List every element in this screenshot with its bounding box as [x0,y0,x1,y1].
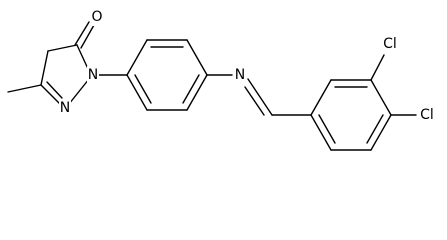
bond-c4-c3 [40,50,49,86]
bond-aryl-a [310,79,332,116]
bond-phenyl-c [186,39,208,76]
atom-labels: O N N N Cl Cl [59,9,437,123]
bond-phenyl-f [126,74,148,111]
chlorine-1-label: Cl [383,36,397,52]
bond-c5-c4 [47,44,78,52]
bond-c3-n2-double [46,81,63,99]
bond-aryl-c [370,79,392,116]
bond-phenyl-inner-2 [182,74,200,104]
bond-aryl-inner-3 [318,114,336,144]
bond-aryl-d [370,114,392,151]
bond-c-cl-1 [370,54,385,81]
chemical-structure-diagram: O N N N Cl Cl [7,9,437,151]
bond-phenyl-a [126,39,148,76]
bond-c3-methyl [7,84,42,93]
ring-nitrogen-1-label: N [88,67,98,83]
bond-imine-double [244,86,265,116]
bond-c5-o [74,21,90,46]
bonds [7,21,417,151]
imine-nitrogen-label: N [235,67,245,83]
bond-c5-o-double [80,24,95,49]
bond-n2-n1 [68,78,90,105]
bond-aryl-f [310,114,332,151]
bond-aryl-inner-2 [366,114,384,144]
bond-c3-n2 [40,84,62,106]
oxygen-atom-label: O [91,9,102,25]
bond-phenyl-d [186,74,208,111]
bond-imine [247,78,273,116]
bond-phenyl-inner-3 [134,74,152,104]
ring-nitrogen-2-label: N [60,100,70,116]
chlorine-2-label: Cl [420,107,434,123]
